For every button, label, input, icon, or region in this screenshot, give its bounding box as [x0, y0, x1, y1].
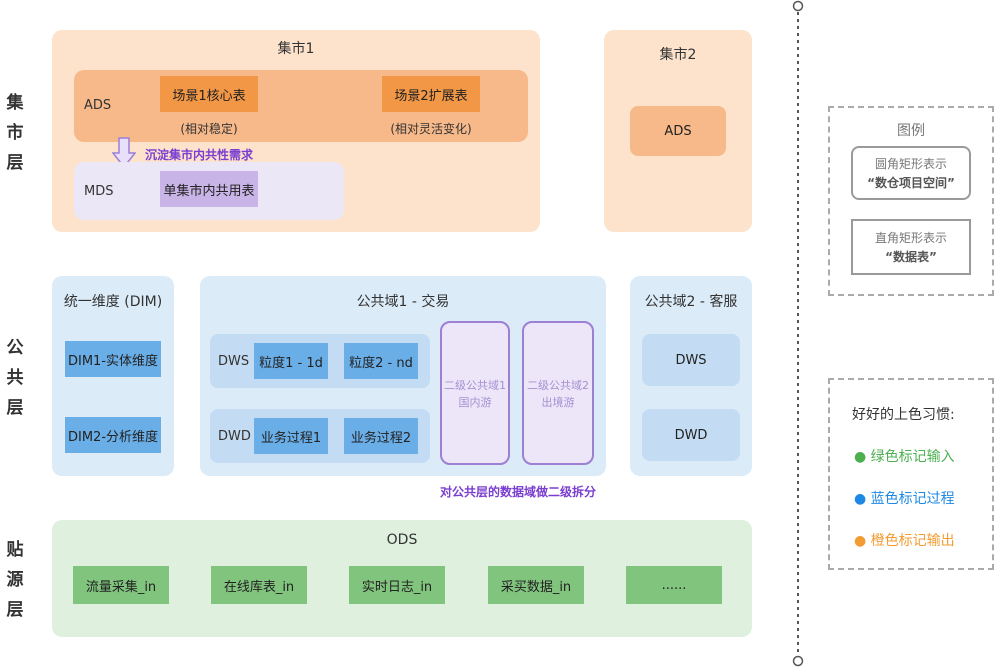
tip-item-green: ● 绿色标记输入 [854, 449, 955, 465]
table-dim2-analysis: DIM2-分析维度 [65, 417, 161, 453]
table-scene2-note: (相对灵活变化) [390, 122, 472, 136]
ods-title: ODS [386, 532, 418, 548]
sub-domain2-label: 二级公共域2 出境游 [527, 379, 589, 409]
legend-box: 图例 圆角矩形表示 “数仓项目空间” 直角矩形表示 “数据表” [828, 106, 994, 296]
domain2-dwd-space: DWD [642, 409, 740, 461]
mds-label: MDS [84, 184, 114, 199]
layer-label-mart: 集 市 层 [6, 93, 24, 173]
table-scene1-note: (相对稳定) [180, 122, 238, 136]
table-scene2-ext: 场景2扩展表 [382, 76, 480, 112]
domain1-title: 公共域1 - 交易 [356, 294, 450, 310]
tip-item-blue: ● 蓝色标记过程 [854, 491, 955, 507]
mart2-ads-space: ADS [630, 106, 726, 156]
arrow-caption: 沉淀集市内共性需求 [145, 148, 254, 162]
table-mds-shared: 单集市内共用表 [160, 171, 258, 207]
tips-title: 好好的上色习惯: [852, 407, 955, 423]
legend-rounded-rect: 圆角矩形表示 “数仓项目空间” [851, 146, 971, 200]
table-dws-grain2: 粒度2 - nd [344, 343, 418, 379]
table-scene1-core: 场景1核心表 [160, 76, 258, 112]
table-ods-purchased: 采买数据_in [488, 566, 584, 604]
table-dwd-process1: 业务过程1 [254, 418, 328, 454]
mart1-title: 集市1 [277, 41, 315, 57]
mart2-title: 集市2 [659, 47, 697, 63]
sub-domain2-space [522, 321, 594, 465]
layer-label-common: 公 共 层 [6, 338, 24, 418]
divider-timeline [792, 0, 804, 667]
dws-label: DWS [218, 354, 250, 369]
split-caption: 对公共层的数据域做二级拆分 [440, 485, 597, 499]
bullet-icon: ● [854, 449, 867, 465]
table-dim1-entity: DIM1-实体维度 [65, 341, 161, 377]
table-ods-traffic: 流量采集_in [73, 566, 169, 604]
dim-title: 统一维度 (DIM) [63, 294, 163, 310]
table-dwd-process2: 业务过程2 [344, 418, 418, 454]
legend-title: 图例 [897, 123, 925, 139]
table-ods-more: ...... [626, 566, 722, 604]
table-ods-online-db: 在线库表_in [211, 566, 307, 604]
legend-sharp-rect: 直角矩形表示 “数据表” [851, 219, 971, 275]
layer-label-source: 贴 源 层 [6, 540, 24, 620]
tips-box: 好好的上色习惯: ● 绿色标记输入 ● 蓝色标记过程 ● 橙色标记输出 [828, 378, 994, 570]
bullet-icon: ● [854, 533, 867, 549]
sub-domain1-label: 二级公共域1 国内游 [444, 379, 506, 409]
sub-domain1-space [440, 321, 510, 465]
domain2-title: 公共域2 - 客服 [644, 294, 738, 310]
table-dws-grain1: 粒度1 - 1d [254, 343, 328, 379]
table-ods-realtime-log: 实时日志_in [349, 566, 445, 604]
tip-item-orange: ● 橙色标记输出 [854, 533, 955, 549]
domain2-dws-space: DWS [642, 334, 740, 386]
down-arrow-icon [112, 137, 136, 169]
ads-label: ADS [84, 98, 112, 113]
dwd-label: DWD [218, 429, 251, 444]
bullet-icon: ● [854, 491, 867, 507]
